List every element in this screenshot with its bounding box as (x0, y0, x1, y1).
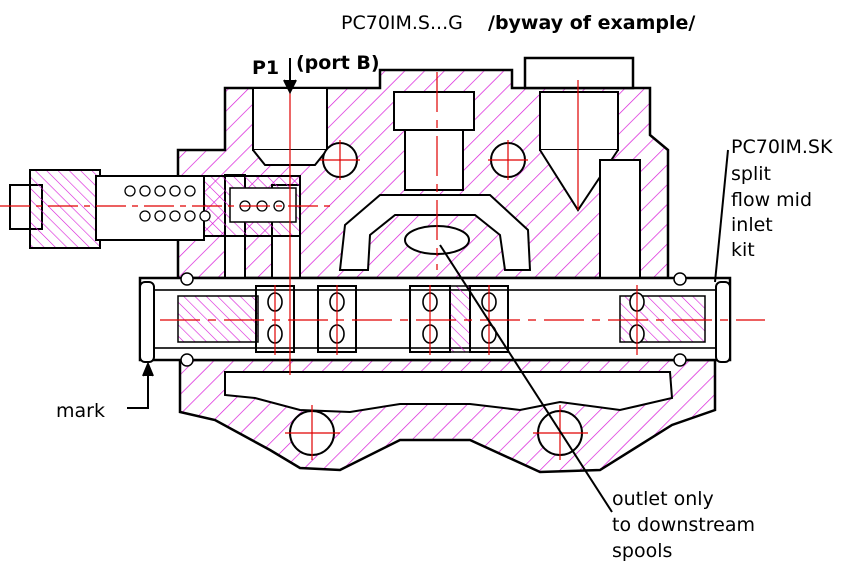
kit-label-line-3: flow mid (731, 189, 812, 211)
spool-bore (138, 272, 732, 367)
outlet-label-line-3: spools (612, 540, 672, 562)
kit-label-line-5: kit (731, 239, 755, 261)
kit-label-line-2: split (731, 163, 771, 185)
relief-cartridge (9, 169, 301, 249)
kit-label-line-4: inlet (731, 214, 773, 236)
outlet-label-line-2: to downstream (612, 514, 755, 536)
leader-lines (127, 58, 729, 513)
port-b-label: (port B) (296, 52, 380, 74)
valve-body (176, 56, 717, 474)
outlet-label-line-1: outlet only (612, 488, 714, 510)
kit-label-line-1: PC70IM.SK (731, 136, 833, 158)
p1-label: P1 (252, 57, 279, 79)
byway-note: /byway of example/ (488, 12, 695, 34)
mark-label: mark (56, 400, 105, 422)
part-code-title: PC70IM.S...G (341, 12, 463, 34)
centerlines (0, 72, 765, 460)
